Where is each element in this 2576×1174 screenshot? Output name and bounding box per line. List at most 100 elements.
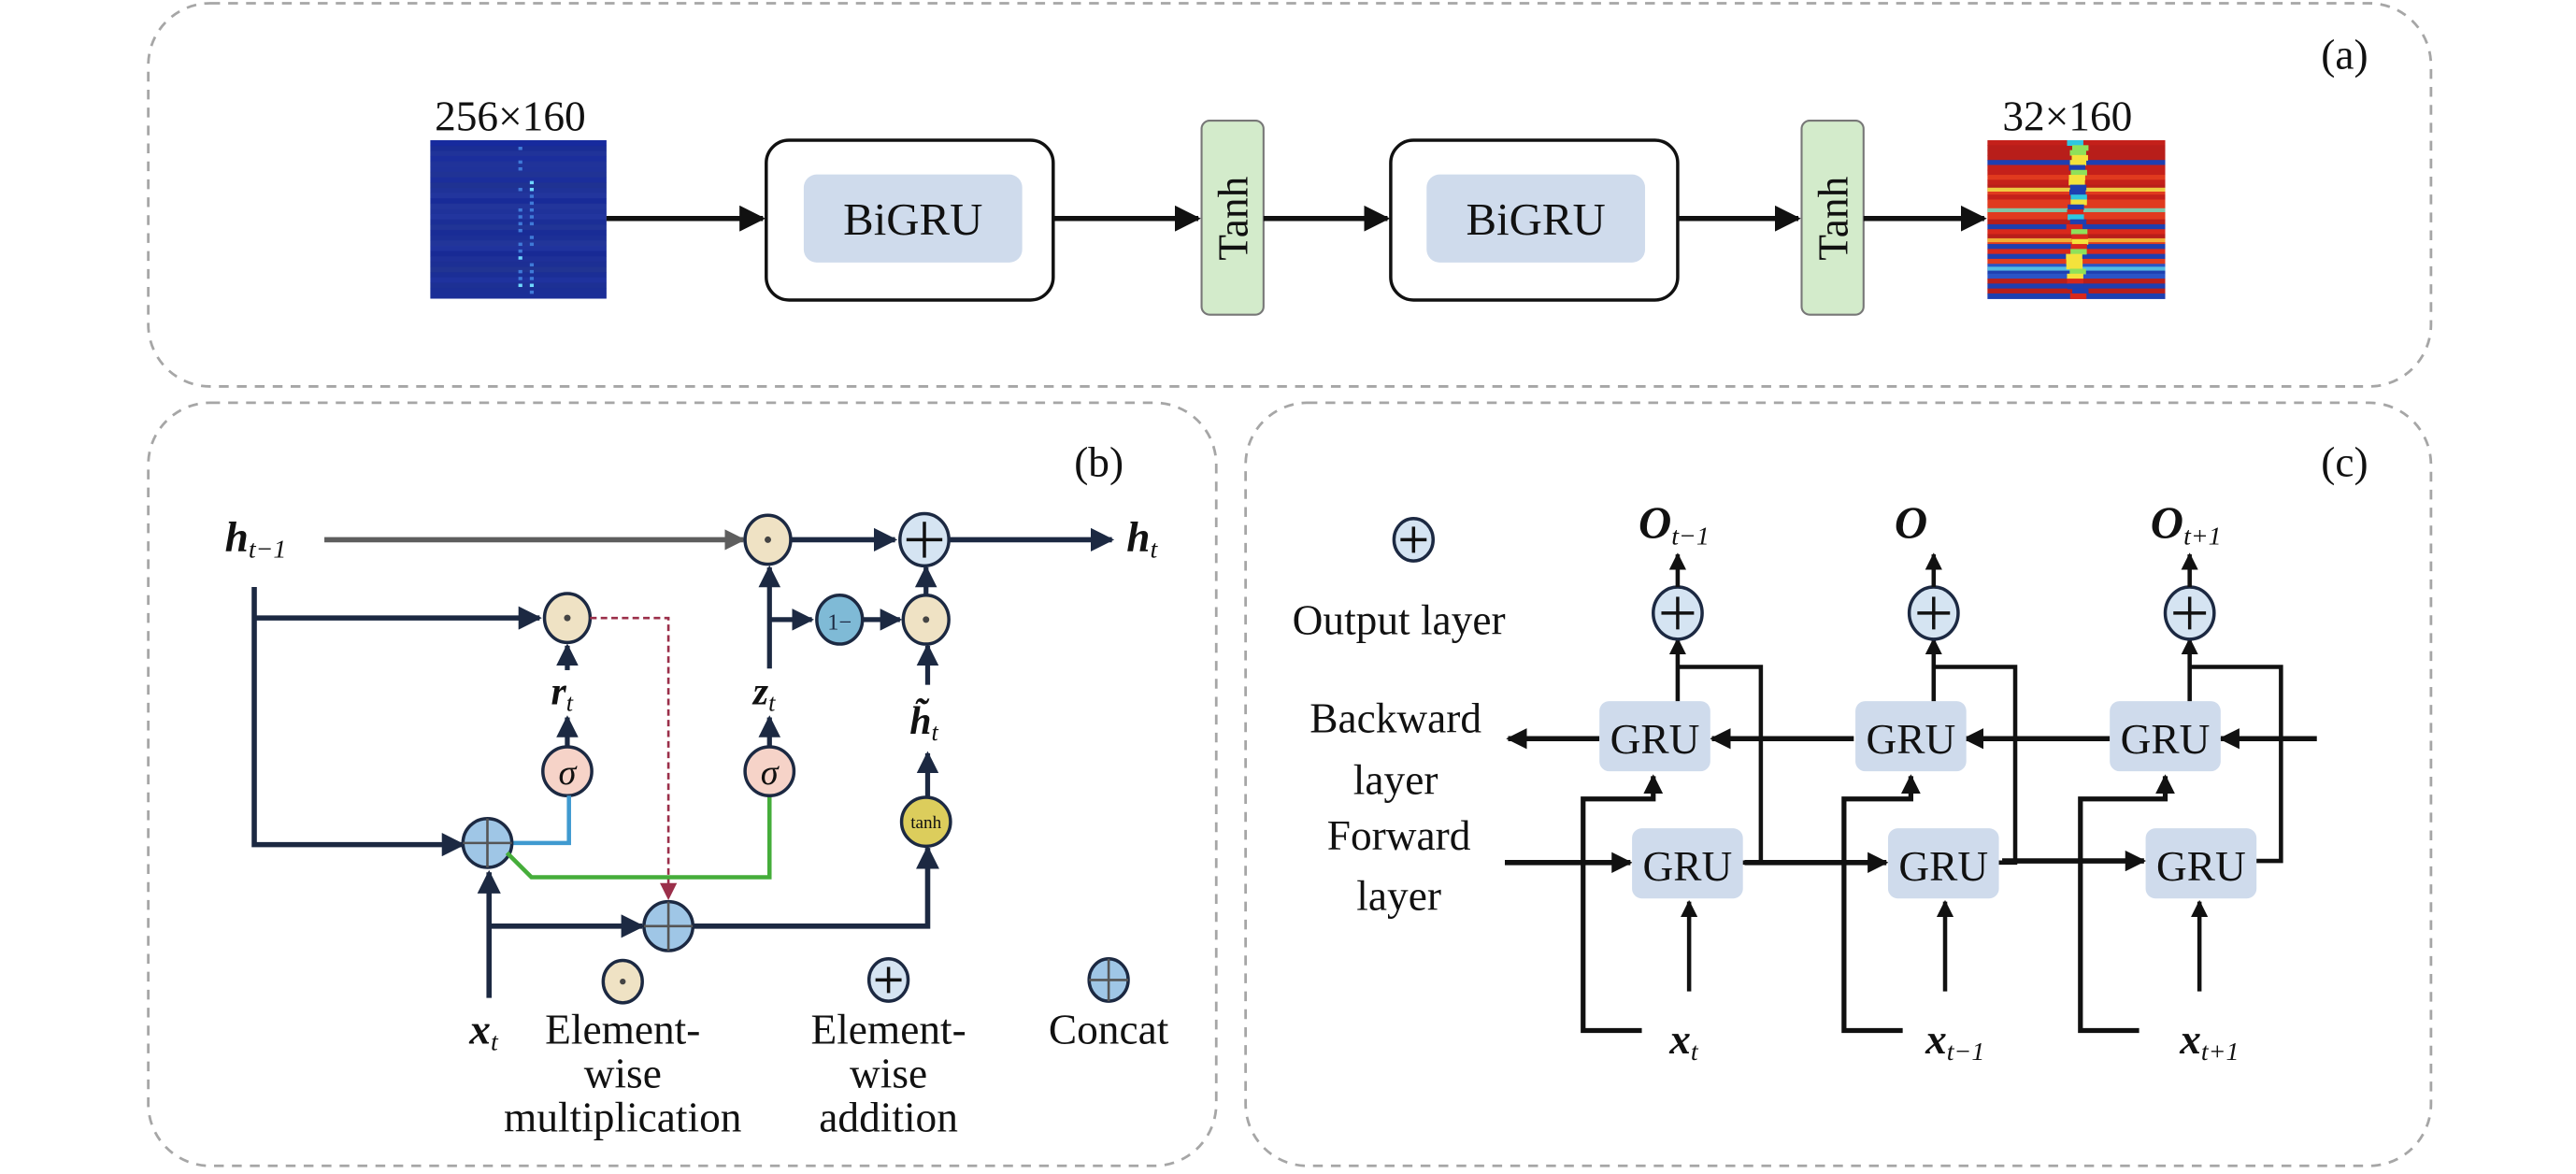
forward-gru-cell: GRU bbox=[1632, 828, 1743, 899]
input-spectrogram-row bbox=[430, 177, 607, 183]
input-spectrogram-dot bbox=[529, 269, 535, 274]
input-spectrogram-row bbox=[430, 229, 607, 236]
input-spectrogram-dot bbox=[529, 201, 535, 206]
input-spectrogram-row bbox=[430, 145, 607, 151]
input-spectrogram-row bbox=[430, 219, 607, 225]
backward-layer-label-1: Backward bbox=[1309, 694, 1481, 741]
green-concat-to-sigma-z bbox=[505, 795, 772, 880]
input-spectrogram-dot bbox=[518, 208, 522, 212]
input-spectrogram-row bbox=[430, 245, 607, 251]
update-multiply-node bbox=[743, 513, 793, 566]
panel-b-border bbox=[147, 401, 1218, 1167]
input-spectrogram-dot bbox=[529, 263, 535, 267]
input-spectrogram-dot bbox=[529, 283, 535, 288]
input-spectrogram-dot bbox=[529, 290, 535, 294]
input-spectrogram-dot bbox=[518, 147, 522, 150]
legend-multiplication: Element- wise multiplication bbox=[504, 958, 741, 1141]
output-label: Ot+1 bbox=[2151, 497, 2222, 551]
output-map-cell bbox=[2071, 145, 2089, 151]
input-spectrogram-row bbox=[430, 182, 607, 189]
x-t-label: xt bbox=[468, 1006, 499, 1056]
output-map-cell bbox=[2068, 214, 2084, 221]
input-to-backward-line bbox=[1841, 774, 1921, 1034]
output-map-cell bbox=[2070, 199, 2087, 206]
svg-text:σ: σ bbox=[558, 753, 578, 793]
output-map-cell bbox=[2068, 175, 2085, 181]
input-spectrogram-dot bbox=[518, 160, 522, 165]
bigru-1-label: BiGRU bbox=[843, 193, 982, 245]
sigma-update-node: σ bbox=[743, 745, 796, 798]
backward-layer-label-2: layer bbox=[1353, 757, 1438, 804]
output-map-cell bbox=[2069, 160, 2087, 166]
output-layer-label: Output layer bbox=[1293, 597, 1506, 644]
input-spectrogram-row bbox=[430, 193, 607, 199]
forward-gru-cell: GRU bbox=[1887, 828, 1999, 899]
legend-concat: Concat bbox=[1049, 956, 1169, 1052]
input-spectrogram-row bbox=[430, 251, 607, 257]
input-spectrogram-row bbox=[430, 187, 607, 193]
output-map-cell bbox=[2070, 194, 2087, 201]
panel-b: (b) ht−1 rt σ bbox=[147, 401, 1218, 1167]
output-label: O bbox=[1895, 497, 1927, 549]
forward-to-add-line bbox=[1677, 665, 1764, 866]
output-map-cell bbox=[2071, 154, 2088, 161]
backward-gru-label: GRU bbox=[1610, 716, 1700, 763]
input-spectrogram-dot bbox=[529, 222, 535, 226]
output-map-cell bbox=[2069, 268, 2086, 275]
input-spectrogram-dot bbox=[518, 269, 522, 274]
output-map-cell bbox=[2070, 229, 2088, 236]
svg-text:tanh: tanh bbox=[910, 813, 941, 833]
input-spectrogram-row bbox=[430, 161, 607, 167]
input-spectrogram-row bbox=[430, 261, 607, 267]
input-to-backward-line bbox=[2078, 774, 2175, 1034]
input-spectrogram-row bbox=[430, 240, 607, 247]
output-map-cell bbox=[2067, 283, 2084, 290]
svg-text:σ: σ bbox=[761, 753, 780, 793]
input-spectrogram-dot bbox=[529, 208, 535, 212]
panel-a: (a) 256×160 BiGRU Tanh BiGRU Ta bbox=[147, 2, 2433, 388]
output-map-cell bbox=[2070, 244, 2087, 251]
input-spectrogram-dot bbox=[529, 242, 535, 247]
output-map-cell bbox=[2069, 189, 2086, 195]
input-spectrogram-dot bbox=[529, 236, 535, 239]
svg-text:wise: wise bbox=[584, 1051, 662, 1097]
input-spectrogram-dot bbox=[529, 194, 535, 198]
output-map-cell bbox=[2068, 165, 2086, 171]
input-spectrogram-row bbox=[430, 282, 607, 289]
one-minus-node: 1− bbox=[815, 593, 865, 646]
input-spectrogram-dot bbox=[529, 180, 535, 185]
output-map-cell bbox=[2067, 140, 2083, 147]
input-label: xt−1 bbox=[1925, 1016, 1984, 1067]
input-spectrogram-dot bbox=[529, 187, 535, 192]
input-spectrogram-row bbox=[430, 235, 607, 241]
output-map-cell bbox=[2070, 249, 2087, 255]
input-spectrogram-row bbox=[430, 198, 607, 205]
candidate-multiply-node bbox=[901, 593, 951, 646]
input-label: xt+1 bbox=[2179, 1016, 2239, 1067]
input-spectrogram-row bbox=[430, 155, 607, 163]
panel-b-label: (b) bbox=[1074, 438, 1123, 485]
concat-node-1 bbox=[461, 816, 514, 869]
forward-gru-cell: GRU bbox=[2145, 828, 2257, 899]
input-spectrogram-row bbox=[430, 224, 607, 231]
output-layer-add-icon bbox=[1392, 516, 1435, 563]
input-spectrogram-dot bbox=[529, 277, 535, 280]
panel-c-border bbox=[1244, 401, 2433, 1167]
input-spectrogram-dot bbox=[518, 249, 522, 253]
forward-layer-label-1: Forward bbox=[1327, 812, 1471, 859]
forward-gru-label: GRU bbox=[1643, 843, 1733, 890]
panel-c: (c) Output layer Backward layer Forward … bbox=[1244, 401, 2433, 1167]
input-spectrogram-dot bbox=[518, 215, 522, 219]
output-map-cell bbox=[2069, 293, 2087, 299]
output-map-cell bbox=[2066, 223, 2083, 230]
forward-gru-label: GRU bbox=[1898, 843, 1988, 890]
h-prev-label: ht−1 bbox=[225, 514, 287, 565]
output-add-node bbox=[2163, 585, 2216, 641]
reset-multiply-node bbox=[542, 592, 593, 645]
input-spectrogram-row bbox=[430, 256, 607, 263]
tanh-block-1: Tanh bbox=[1200, 120, 1265, 316]
panel-a-border bbox=[147, 2, 2433, 388]
input-spectrogram-row bbox=[430, 203, 607, 209]
